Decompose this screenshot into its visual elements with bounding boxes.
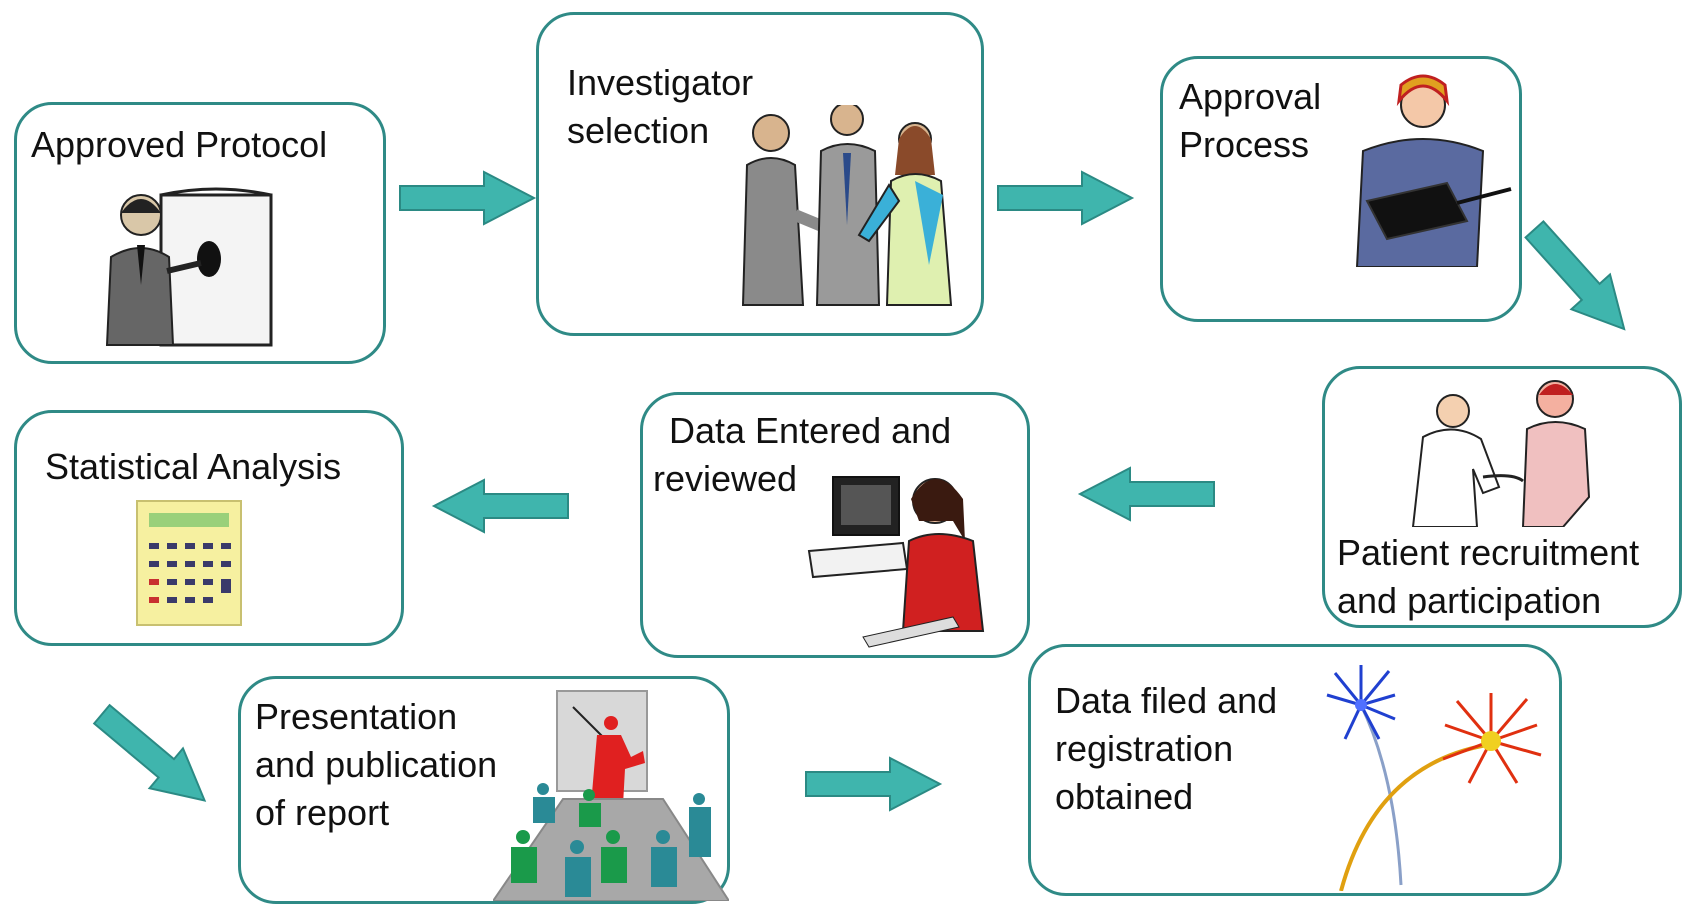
step-data-entered: Data Entered and reviewed: [640, 392, 1030, 658]
arrow-1-to-2: [399, 170, 537, 226]
woman-with-clipboard-icon: [1355, 74, 1512, 267]
arrow-4-to-5: [1077, 466, 1215, 522]
fireworks-icon: [1326, 665, 1542, 891]
step-label: Approval Process: [1179, 76, 1322, 165]
step-label: Patient recruitment and participation: [1337, 532, 1640, 621]
audience-presentation-icon: [493, 690, 729, 901]
step-label: Approved Protocol: [31, 124, 328, 165]
arrow-5-to-6: [431, 478, 569, 534]
step-approval-process: Approval Process: [1160, 56, 1522, 322]
step-investigator-selection: Investigator selection: [536, 12, 984, 336]
calculator-icon: [136, 500, 242, 626]
presenter-with-chart-icon: [105, 187, 273, 347]
step-presentation-publication: Presentation and publication of report: [238, 676, 730, 904]
woman-at-computer-icon: [807, 476, 985, 648]
step-patient-recruitment: Patient recruitment and participation: [1322, 366, 1682, 628]
handshake-people-icon: [741, 105, 953, 306]
step-label: Statistical Analysis: [45, 446, 342, 487]
doctor-examining-patient-icon: [1411, 380, 1591, 527]
step-approved-protocol: Approved Protocol: [14, 102, 386, 364]
arrow-2-to-3: [997, 170, 1135, 226]
arrow-6-to-7: [92, 703, 207, 802]
step-statistical-analysis: Statistical Analysis: [14, 410, 404, 646]
arrow-7-to-8: [805, 756, 943, 812]
step-label: Presentation and publication of report: [255, 696, 498, 833]
step-data-filed-registration: Data filed and registration obtained: [1028, 644, 1562, 896]
step-label: Investigator selection: [567, 62, 754, 151]
step-label: Data Entered and reviewed: [653, 410, 952, 499]
arrow-3-to-4: [1524, 220, 1626, 331]
step-label: Data filed and registration obtained: [1055, 680, 1278, 817]
